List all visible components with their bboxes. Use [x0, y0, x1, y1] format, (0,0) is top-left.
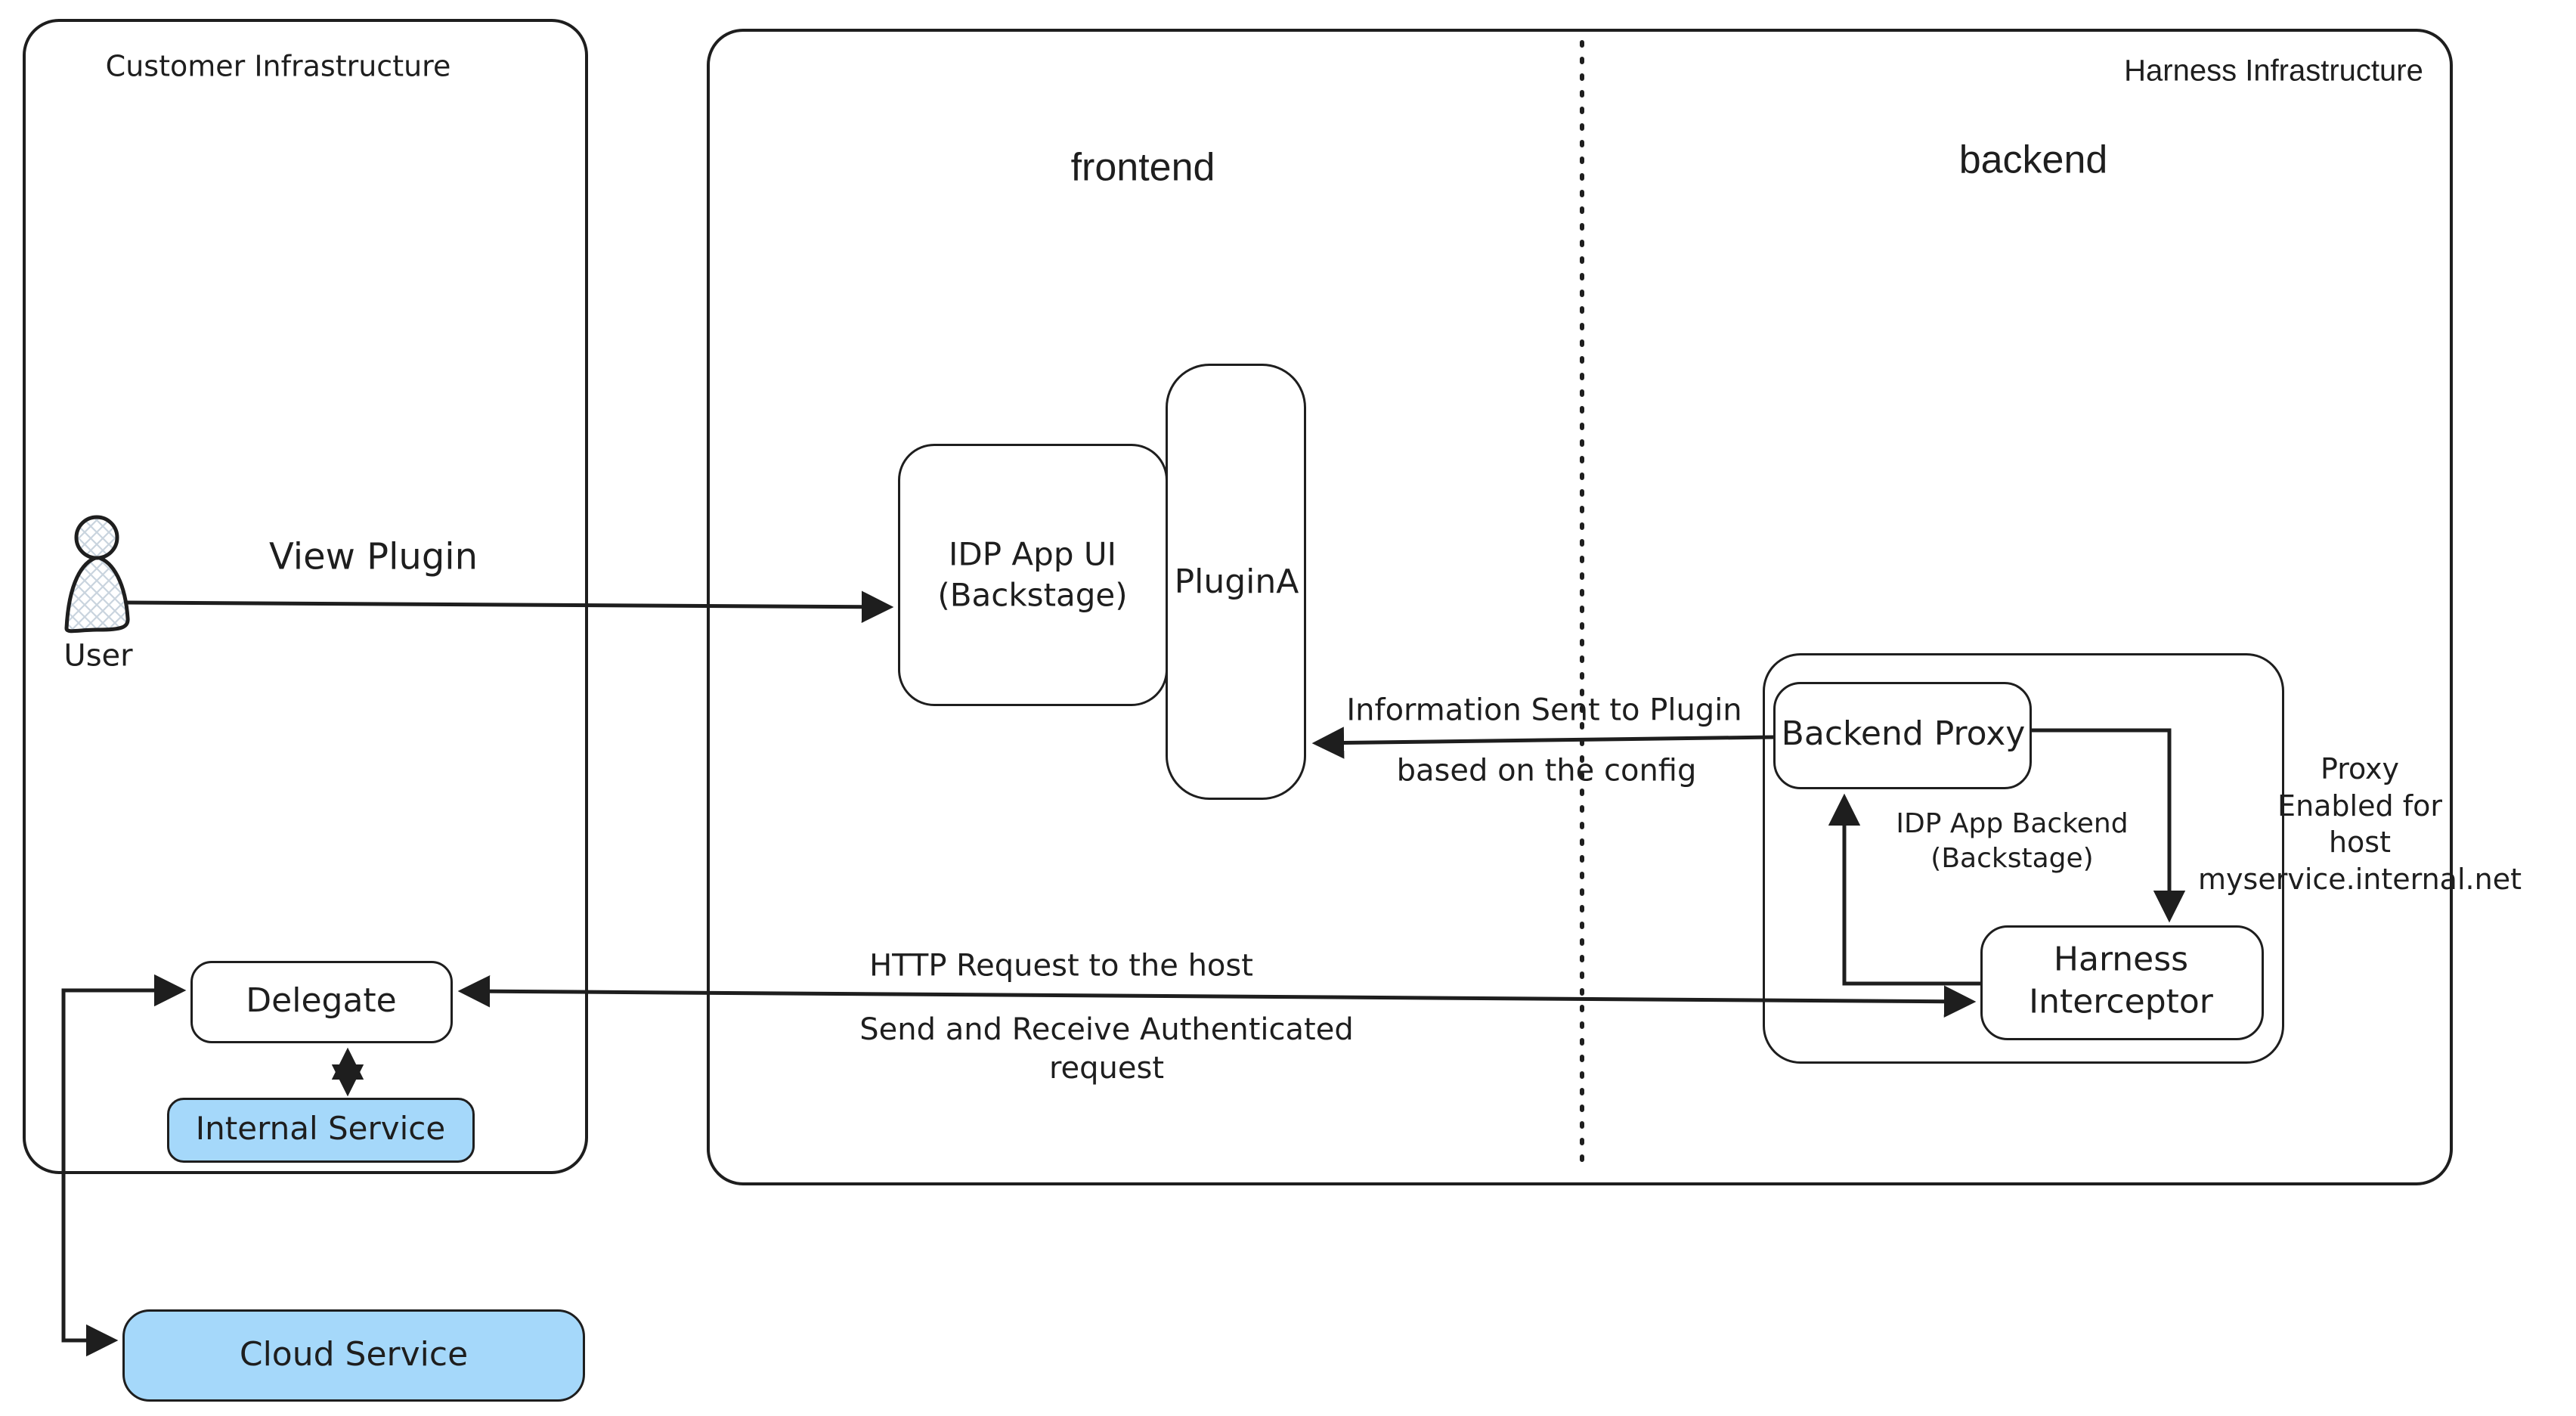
http-request-label-top: HTTP Request to the host — [869, 948, 1253, 984]
delegate-node — [190, 961, 453, 1043]
cloud-service-label: Cloud Service — [239, 1334, 469, 1374]
internal-service-label: Internal Service — [195, 1110, 446, 1148]
backend-proxy-label: Backend Proxy — [1781, 714, 2026, 753]
http-request-label-bottom: Send and Receive Authenticated request — [859, 1012, 1354, 1086]
info-sent-label-top: Information Sent to Plugin — [1346, 693, 1742, 728]
idp-app-ui-node — [898, 444, 1168, 706]
harness-interceptor-node — [1980, 925, 2264, 1040]
backend-section-title: backend — [1958, 138, 2108, 182]
user-label: User — [63, 638, 133, 674]
harness-region-title: Harness Infrastructure — [2124, 54, 2423, 88]
cloud-service-node — [122, 1309, 585, 1402]
idp-app-backend-label: IDP App Backend (Backstage) — [1896, 807, 2129, 874]
delegate-label: Delegate — [246, 981, 397, 1020]
info-sent-label-bottom: based on the config — [1396, 753, 1697, 789]
plugin-a-label: PluginA — [1174, 562, 1299, 601]
view-plugin-label: View Plugin — [268, 535, 478, 578]
customer-region-title: Customer Infrastructure — [105, 49, 451, 83]
harness-interceptor-label: Harness Interceptor — [2029, 940, 2213, 1021]
plugin-a-node — [1166, 364, 1306, 800]
proxy-enabled-label: Proxy Enabled for host myservice.interna… — [2198, 751, 2522, 896]
backend-proxy-node — [1773, 682, 2032, 789]
idp-app-ui-label: IDP App UI (Backstage) — [937, 535, 1128, 613]
frontend-section-title: frontend — [1070, 145, 1215, 190]
